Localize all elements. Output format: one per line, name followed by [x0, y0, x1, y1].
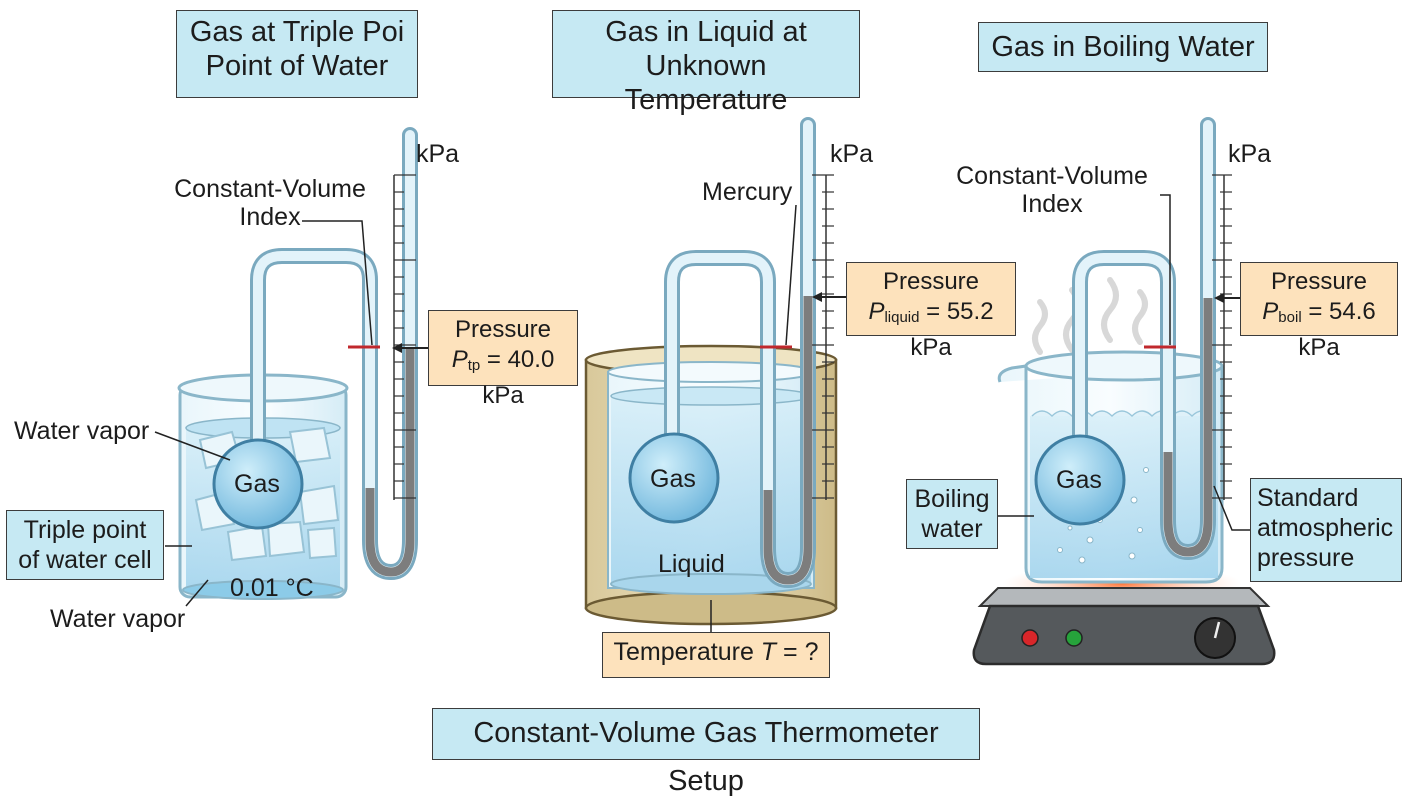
left-cell-label: Triple point of water cell	[6, 510, 164, 580]
middle-gas-label: Gas	[650, 465, 696, 493]
right-panel-title: Gas in Boiling Water	[978, 22, 1268, 72]
middle-pressure-symbol: P	[868, 298, 885, 325]
middle-temp-symbol: T	[760, 638, 777, 666]
left-panel-title: Gas at Triple Poi Point of Water	[176, 10, 418, 98]
middle-pressure-title: Pressure	[882, 268, 980, 295]
jacket-icon	[584, 344, 838, 626]
left-pressure-sub: tp	[467, 357, 481, 374]
middle-temperature-box: Temperature T = ?	[602, 632, 830, 678]
left-vapor-top-label: Water vapor	[14, 417, 150, 445]
right-pressure-title: Pressure	[1270, 268, 1368, 295]
left-pressure-reading: Ptp = 40.0 kPa	[435, 345, 571, 411]
middle-pressure-value: = 55.2 kPa	[910, 298, 994, 361]
left-vapor-bottom-label: Water vapor	[50, 605, 186, 633]
caption-text: Constant-Volume Gas Thermometer Setup	[473, 717, 939, 797]
middle-title-line1: Gas in Liquid at	[605, 16, 807, 48]
left-pressure-box: Pressure Ptp = 40.0 kPa	[428, 310, 578, 409]
right-index-line2: Index	[1021, 190, 1083, 218]
left-unit-label: kPa	[416, 140, 460, 168]
left-pressure-value: = 40.0 kPa	[480, 346, 555, 409]
diagram-caption: Constant-Volume Gas Thermometer Setup	[432, 708, 980, 797]
middle-liquid-label: Liquid	[658, 550, 725, 578]
right-apparatus	[972, 117, 1276, 666]
right-pressure-box: Pressure Pboil = 54.6 kPa	[1240, 262, 1398, 361]
middle-apparatus	[584, 117, 846, 632]
right-index-label: Constant-Volume Index	[952, 162, 1152, 218]
right-atm-label: Standard atmospheric pressure	[1250, 478, 1402, 582]
left-index-line1: Constant-Volume	[174, 175, 366, 203]
right-pressure-symbol: P	[1262, 298, 1279, 325]
middle-pressure-box: Pressure Pliquid = 55.2 kPa	[846, 262, 1016, 361]
left-title-line2: Point of Water	[205, 50, 389, 82]
right-gas-label: Gas	[1056, 466, 1102, 494]
right-unit-label: kPa	[1228, 140, 1272, 168]
left-cell-line2: of water cell	[18, 546, 152, 574]
middle-panel-title: Gas in Liquid at Unknown Temperature	[552, 10, 860, 116]
left-index-label: Constant-Volume Index	[170, 175, 370, 231]
left-pressure-symbol: P	[451, 346, 468, 373]
middle-temp-prefix: Temperature	[613, 638, 761, 666]
left-index-line2: Index	[239, 203, 301, 231]
left-temperature-label: 0.01 °C	[230, 574, 314, 602]
left-gas-label: Gas	[234, 470, 280, 498]
left-title-line1: Gas at Triple Poi	[189, 16, 405, 48]
left-apparatus	[154, 127, 428, 607]
thermometer-diagram	[154, 117, 1276, 666]
middle-pressure-reading: Pliquid = 55.2 kPa	[853, 297, 1009, 363]
middle-title-line2: Unknown Temperature	[624, 50, 788, 116]
right-title-text: Gas in Boiling Water	[991, 31, 1255, 63]
right-pressure-reading: Pboil = 54.6 kPa	[1247, 297, 1391, 363]
right-boiling-line1: Boiling	[914, 485, 990, 513]
middle-unit-label: kPa	[830, 140, 874, 168]
right-boiling-label: Boiling water	[906, 479, 998, 549]
middle-pressure-sub: liquid	[884, 309, 920, 326]
right-index-line1: Constant-Volume	[956, 162, 1148, 190]
right-pressure-sub: boil	[1278, 309, 1302, 326]
right-atm-line1: Standard	[1257, 484, 1359, 512]
right-atm-line3: pressure	[1257, 544, 1355, 572]
knob-icon	[1194, 617, 1236, 659]
right-pressure-value: = 54.6 kPa	[1298, 298, 1376, 361]
left-pressure-title: Pressure	[454, 316, 552, 343]
middle-temp-suffix: = ?	[776, 638, 819, 666]
right-atm-line2: atmospheric	[1257, 514, 1394, 542]
hotplate-icon	[972, 564, 1276, 666]
right-boiling-line2: water	[921, 515, 983, 543]
steam-icon	[1032, 277, 1148, 355]
middle-mercury-label: Mercury	[702, 178, 793, 206]
left-cell-line1: Triple point	[23, 516, 147, 544]
